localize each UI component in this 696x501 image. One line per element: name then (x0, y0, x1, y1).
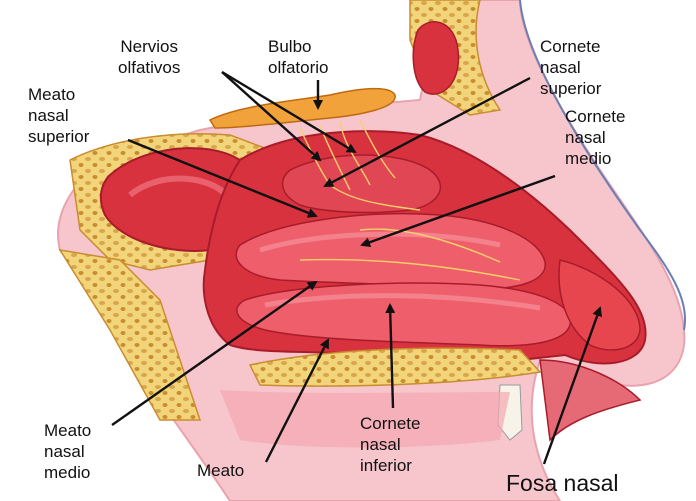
label-line: superior (28, 126, 89, 147)
label-line: olfativos (118, 57, 180, 78)
label-cornete-nasal-medio: Cornete nasal medio (565, 106, 625, 169)
label-line: medio (44, 462, 91, 483)
label-line: Fosa nasal (506, 470, 619, 496)
label-line: inferior (360, 455, 420, 476)
label-bulbo-olfatorio: Bulbo olfatorio (268, 36, 328, 78)
label-line: Cornete (540, 36, 601, 57)
label-line: nasal (565, 127, 625, 148)
label-fosa-nasal: Fosa nasal (506, 470, 619, 496)
label-line: nasal (540, 57, 601, 78)
label-line: Bulbo (268, 36, 328, 57)
label-line: nasal (44, 441, 91, 462)
label-meato: Meato (197, 460, 244, 481)
label-line: Meato (197, 460, 244, 481)
label-nervios-olfativos: Nervios olfativos (118, 36, 180, 78)
label-cornete-nasal-inferior: Cornete nasal inferior (360, 413, 420, 476)
label-line: nasal (28, 105, 89, 126)
label-line: Cornete (565, 106, 625, 127)
label-line: Meato (28, 84, 89, 105)
label-line: Cornete (360, 413, 420, 434)
label-cornete-nasal-superior: Cornete nasal superior (540, 36, 601, 99)
label-line: nasal (360, 434, 420, 455)
label-meato-nasal-medio: Meato nasal medio (44, 420, 91, 483)
label-line: Meato (44, 420, 91, 441)
frontal-sinus (413, 22, 458, 94)
label-meato-nasal-superior: Meato nasal superior (28, 84, 89, 147)
label-line: Nervios (118, 36, 180, 57)
label-line: medio (565, 148, 625, 169)
label-line: superior (540, 78, 601, 99)
superior-turbinate-shape (283, 155, 441, 212)
label-line: olfatorio (268, 57, 328, 78)
